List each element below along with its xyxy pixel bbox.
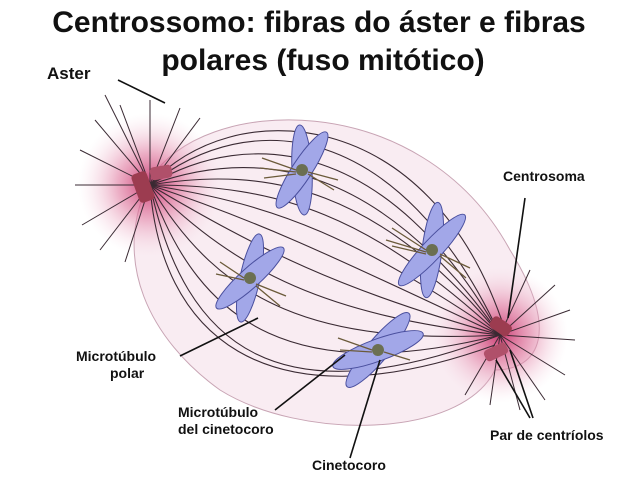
pointer-lines: [117, 79, 534, 459]
chromosome-2: [397, 201, 467, 299]
chromosome-4: [332, 312, 424, 388]
label-microtubulo-cinetocoro-1: Microtúbulo: [178, 404, 259, 420]
spindle-fibers: [149, 130, 506, 377]
label-aster: Aster: [47, 64, 91, 83]
label-cinetocoro: Cinetocoro: [312, 457, 386, 473]
label-microtubulo-polar-1: Microtúbulo: [76, 348, 157, 364]
centriole-pair-left: [131, 164, 173, 203]
title-line-2: polares (fuso mitótico): [161, 44, 485, 77]
label-centrosoma: Centrosoma: [503, 168, 585, 184]
page-title: Centrossomo: fibras do áster e fibras po…: [0, 4, 638, 80]
label-microtubulo-polar-2: polar: [110, 365, 145, 381]
centriole-pair-right: [483, 316, 512, 362]
chromosome-3: [215, 233, 285, 323]
chromosome-1: [275, 124, 329, 216]
kinetochore-fibers: [215, 157, 471, 361]
label-par-centriolos: Par de centríolos: [490, 427, 604, 443]
title-line-1: Centrossomo: fibras do áster e fibras: [52, 6, 586, 39]
label-microtubulo-cinetocoro-2: del cinetocoro: [178, 421, 274, 437]
